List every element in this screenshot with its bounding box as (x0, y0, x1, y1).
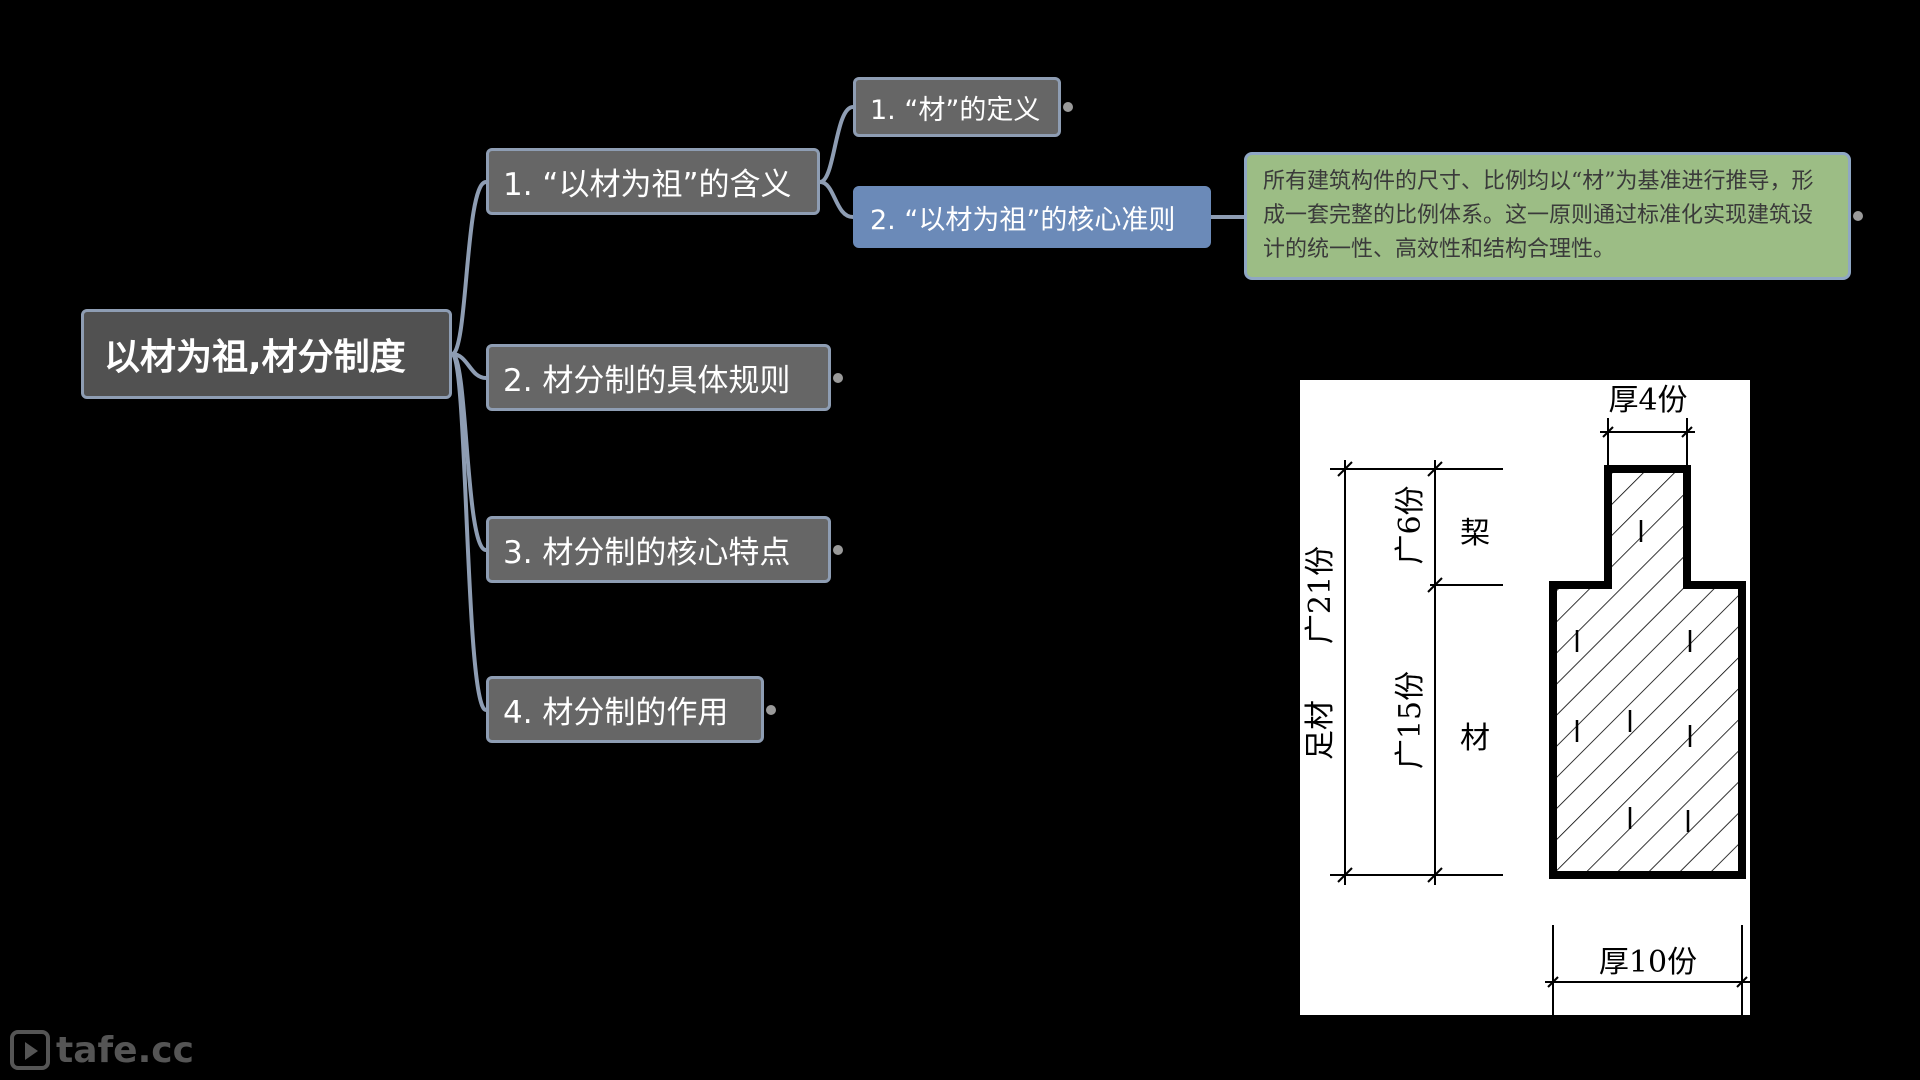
child-cai-definition-node[interactable]: 1. “材”的定义 (853, 77, 1061, 137)
collapse-dot[interactable] (833, 545, 843, 555)
label-zu-cai: 足材 (1303, 700, 1338, 760)
branch-function-node[interactable]: 4. 材分制的作用 (486, 676, 764, 743)
label-cai: 材 (1460, 721, 1490, 756)
child-core-principle-label: 2. “以材为祖”的核心准则 (870, 204, 1176, 236)
connector-root-branch1 (450, 180, 488, 356)
connector-branch1-child2 (818, 180, 855, 219)
watermark-text: tafe.cc (56, 1029, 194, 1071)
dimension-lines (1330, 418, 1750, 1015)
branch-rules-node[interactable]: 2. 材分制的具体规则 (486, 344, 831, 411)
collapse-dot[interactable] (1063, 102, 1073, 112)
cai-fen-figure: 厚4份 厚10份 栔 材 广21份 足材 广6份 广15份 (1300, 380, 1750, 1015)
label-guang21: 广21份 (1303, 546, 1338, 644)
root-node[interactable]: 以材为祖,材分制度 (81, 309, 452, 399)
branch-meaning-node[interactable]: 1. “以材为祖”的含义 (486, 148, 820, 215)
collapse-dot[interactable] (1853, 211, 1863, 221)
collapse-dot[interactable] (766, 705, 776, 715)
play-logo-icon (10, 1030, 50, 1070)
note-core-principle-text: 所有建筑构件的尺寸、比例均以“材”为基准进行推导，形成一套完整的比例体系。这一原… (1263, 169, 1814, 262)
child-core-principle-node[interactable]: 2. “以材为祖”的核心准则 (853, 186, 1211, 248)
cai-fen-drawing: 厚4份 厚10份 栔 材 广21份 足材 广6份 广15份 (1303, 383, 1750, 1015)
label-qi: 栔 (1460, 516, 1490, 551)
branch-meaning-label: 1. “以材为祖”的含义 (503, 167, 792, 203)
label-guang15: 广15份 (1393, 671, 1428, 769)
branch-rules-label: 2. 材分制的具体规则 (503, 363, 791, 399)
collapse-dot[interactable] (833, 373, 843, 383)
branch-features-node[interactable]: 3. 材分制的核心特点 (486, 516, 831, 583)
dimension-labels: 厚4份 厚10份 栔 材 广21份 足材 广6份 广15份 (1303, 383, 1697, 980)
label-bottom-width: 厚10份 (1599, 945, 1697, 980)
connector-branch1-child1 (818, 105, 855, 184)
label-top-width: 厚4份 (1608, 383, 1687, 418)
label-guang6: 广6份 (1393, 485, 1428, 564)
beam-cross-section (1549, 465, 1746, 879)
child-cai-definition-label: 1. “材”的定义 (870, 94, 1041, 126)
connector-root-branch4 (450, 352, 488, 712)
branch-features-label: 3. 材分制的核心特点 (503, 535, 791, 571)
watermark: tafe.cc (10, 1028, 194, 1072)
note-core-principle[interactable]: 所有建筑构件的尺寸、比例均以“材”为基准进行推导，形成一套完整的比例体系。这一原… (1244, 152, 1851, 280)
root-node-label: 以材为祖,材分制度 (104, 337, 406, 378)
branch-function-label: 4. 材分制的作用 (503, 695, 729, 731)
